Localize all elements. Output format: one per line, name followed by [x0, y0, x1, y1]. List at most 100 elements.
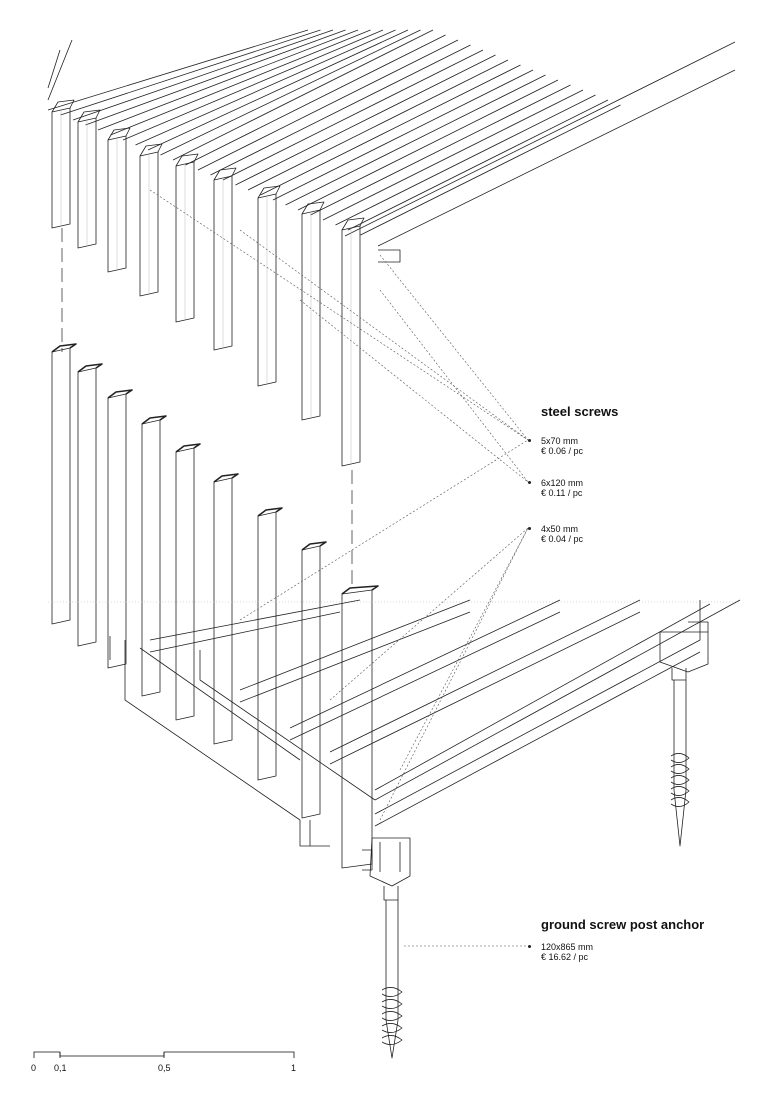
back-post-anchor: [659, 621, 709, 847]
slat-edge: [347, 99, 609, 231]
anchor-size: 120x865 mm: [541, 942, 594, 952]
leader-lines: [149, 189, 529, 947]
upper-post: [213, 175, 233, 351]
upper-post: [301, 209, 321, 421]
slat-edge: [235, 54, 496, 186]
lower-post: [341, 589, 373, 869]
post-notch: [213, 167, 237, 181]
bullet-dot: [528, 439, 531, 442]
slat-edge: [72, 29, 334, 121]
lower-post: [107, 393, 127, 669]
slat-edge: [310, 84, 571, 216]
screw-price-1: € 0.06 / pc: [541, 446, 584, 456]
upper-post: [257, 193, 277, 387]
deck-boards: [48, 599, 741, 827]
screw-price-2: € 0.11 / pc: [541, 488, 583, 498]
slat-edge: [135, 29, 396, 146]
post-notch: [51, 99, 75, 113]
slat-edge: [197, 39, 459, 171]
slat-edge: [47, 29, 309, 111]
screw-size-3: 4x50 mm: [541, 524, 579, 534]
upper-post: [51, 107, 71, 229]
slat-edge: [322, 89, 584, 221]
lower-post: [141, 419, 161, 697]
lower-post: [77, 367, 97, 647]
slat-edge: [297, 79, 559, 211]
front-post-anchor: [362, 837, 411, 1059]
slat-edge: [285, 74, 546, 206]
post-notch: [257, 185, 281, 199]
slat-edge: [210, 44, 471, 176]
bullet-dot: [528, 527, 531, 530]
slat-end: [47, 39, 73, 101]
scale-tick-1: 1: [291, 1063, 297, 1073]
upper-posts: [51, 99, 365, 467]
upper-post: [341, 225, 361, 467]
post-top-face: [77, 363, 103, 373]
lower-post: [213, 477, 233, 745]
slat-edge: [172, 29, 434, 161]
slat-edge: [147, 29, 409, 151]
post-notch: [301, 201, 325, 215]
slat-edge: [85, 29, 346, 126]
slat-edge: [60, 29, 321, 116]
upper-post: [139, 151, 159, 297]
helix-coil: [670, 753, 690, 807]
screw-item-1: 5x70 mm € 0.06 / pc: [541, 436, 583, 456]
screws-heading: steel screws: [541, 404, 619, 419]
screw-size-2: 6x120 mm: [541, 478, 584, 488]
post-notch: [77, 109, 101, 123]
slat-edge: [247, 59, 509, 191]
post-top-face: [257, 507, 283, 517]
bullet-dot: [528, 945, 531, 948]
slat-edge: [360, 104, 621, 236]
screw-item-3: 4x50 mm € 0.04 / pc: [541, 524, 583, 544]
lower-post: [301, 545, 321, 819]
lower-post: [51, 347, 71, 625]
post-notch: [107, 127, 131, 141]
post-top-face: [213, 473, 239, 483]
slat-edge: [97, 29, 359, 131]
post-top-face: [107, 389, 133, 399]
scale-tick-05: 0,5: [158, 1063, 171, 1073]
helix-coil: [381, 987, 403, 1045]
lower-post: [257, 511, 277, 781]
deck-beams: [109, 636, 376, 847]
bench-top-slats: [47, 29, 621, 236]
anchor-price: € 16.62 / pc: [541, 952, 589, 962]
post-notch: [139, 143, 163, 157]
lower-posts: [51, 343, 379, 869]
slat-edge: [335, 94, 596, 226]
alignment-guides: [61, 228, 353, 590]
screw-price-3: € 0.04 / pc: [541, 534, 584, 544]
scale-tick-0: 0: [31, 1063, 37, 1073]
upper-post: [107, 135, 127, 273]
post-top-face: [51, 343, 77, 353]
scale-bar: [33, 1051, 295, 1058]
slat-edge: [160, 29, 421, 156]
post-top-face: [341, 585, 379, 595]
screw-item-2: 6x120 mm € 0.11 / pc: [541, 478, 583, 498]
scale-tick-01: 0,1: [54, 1063, 67, 1073]
upper-post: [175, 161, 195, 323]
slat-edge: [110, 29, 371, 136]
post-top-face: [141, 415, 167, 425]
slat-edge: [222, 49, 484, 181]
slat-edge: [260, 64, 521, 196]
screw-size-1: 5x70 mm: [541, 436, 579, 446]
back-ground-screw-helix: [670, 753, 690, 807]
post-top-face: [175, 443, 201, 453]
post-top-face: [301, 541, 327, 551]
post-notch: [341, 217, 365, 231]
bullet-dot: [528, 481, 531, 484]
slat-edge: [185, 34, 446, 166]
upper-post: [77, 117, 97, 249]
lower-post: [175, 447, 195, 721]
slat-edge: [272, 69, 534, 201]
anchor-spec: 120x865 mm € 16.62 / pc: [541, 942, 593, 962]
front-ground-screw-helix: [381, 987, 403, 1045]
slat-edge: [122, 29, 384, 141]
anchor-heading: ground screw post anchor: [541, 917, 705, 932]
